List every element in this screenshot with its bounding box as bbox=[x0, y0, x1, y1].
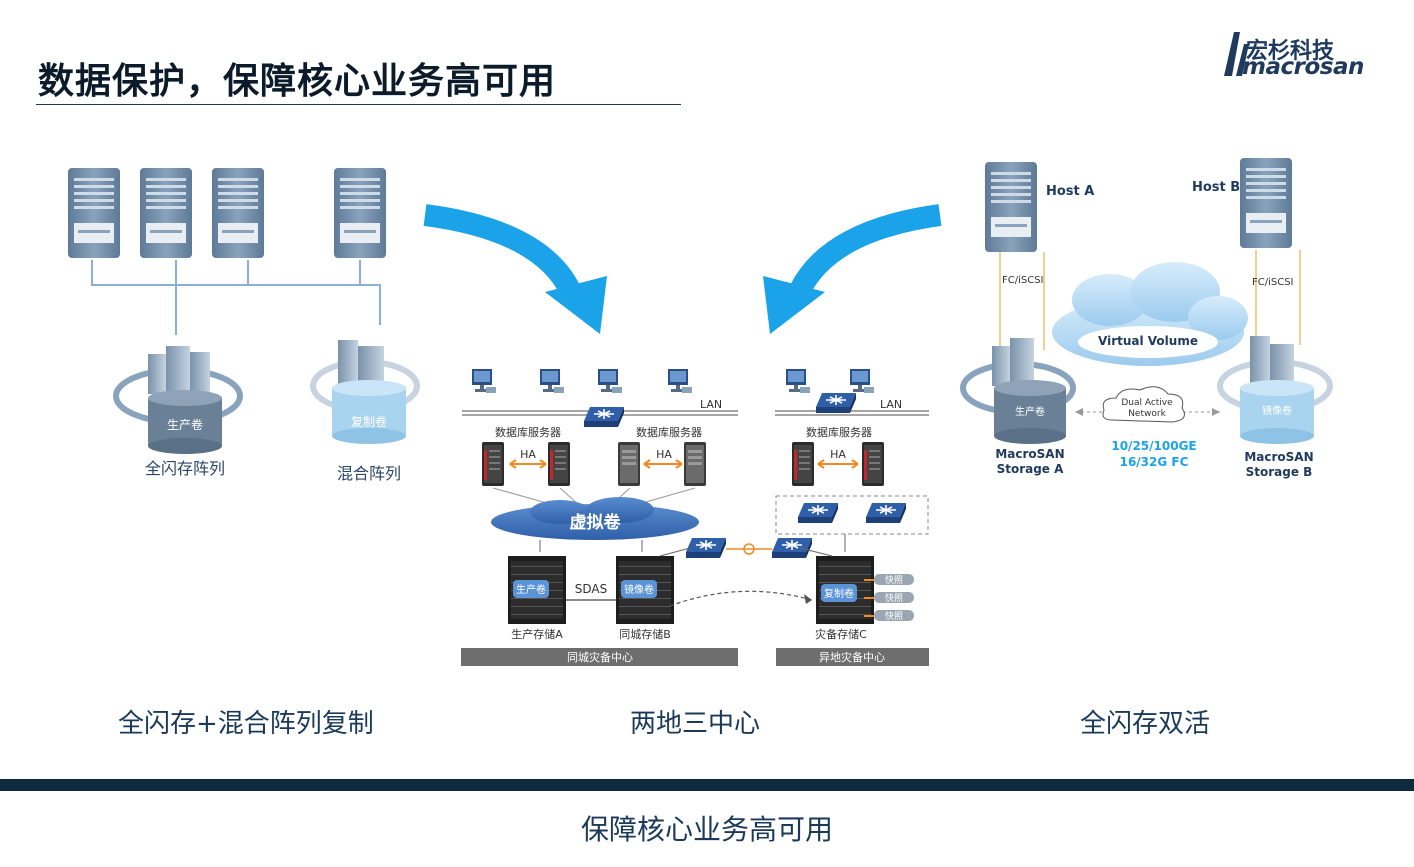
local-dr-center-label: 同城灾备中心 bbox=[567, 650, 633, 664]
macrosan-logo: 宏杉科技 macrosan bbox=[1224, 30, 1384, 80]
storage-c-label: 灾备存储C bbox=[815, 627, 867, 641]
pc-icon bbox=[786, 369, 810, 393]
virtual-volume-cloud-icon bbox=[491, 497, 699, 540]
snapshot-label: 快照 bbox=[885, 574, 903, 586]
ha-label: HA bbox=[656, 448, 672, 461]
all-flash-array-icon bbox=[113, 346, 243, 454]
host-b-server-icon bbox=[1240, 158, 1292, 248]
virtual-volume-text: Virtual Volume bbox=[1098, 334, 1198, 348]
sdas-label: SDAS bbox=[575, 582, 607, 596]
snapshot-disks-icon bbox=[864, 574, 914, 621]
db-server-icon bbox=[482, 442, 504, 486]
fc-iscsi-a-label: FC/iSCSI bbox=[1002, 275, 1044, 286]
snapshot-label: 快照 bbox=[885, 610, 903, 622]
footer-band bbox=[0, 779, 1414, 791]
speed-ethernet-label: 10/25/100GE bbox=[1111, 439, 1196, 453]
pc-icon bbox=[598, 369, 622, 393]
curved-arrow-left-icon bbox=[423, 204, 580, 296]
lan-switch-icon bbox=[815, 392, 857, 414]
storage-b-label: 同城存储B bbox=[619, 627, 671, 641]
dual-active-label: Dual Active bbox=[1121, 398, 1173, 408]
page-title: 数据保护，保障核心业务高可用 bbox=[38, 61, 557, 102]
local-dr-center-bar bbox=[461, 648, 738, 666]
left-vol2-label: 复制卷 bbox=[351, 414, 387, 429]
left-section: 生产卷 全闪存阵列 复制卷 混合阵列 bbox=[68, 168, 420, 483]
virtual-volume-label: 虚拟卷 bbox=[570, 512, 622, 533]
pc-icon bbox=[472, 369, 496, 393]
mirror-vol-label: 镜像卷 bbox=[624, 583, 654, 596]
storage-a-label: 生产存储A bbox=[511, 627, 563, 641]
storage-a-name-1: MacroSAN bbox=[995, 447, 1064, 461]
logo-chinese: 宏杉科技 bbox=[1246, 39, 1335, 64]
db-server-label: 数据库服务器 bbox=[495, 425, 561, 439]
storage-b-array-icon bbox=[1217, 336, 1333, 444]
server-icon bbox=[334, 168, 386, 258]
server-icon bbox=[140, 168, 192, 258]
host-b-label: Host B bbox=[1192, 180, 1240, 195]
all-flash-array-label: 全闪存阵列 bbox=[145, 459, 225, 478]
ha-label: HA bbox=[830, 448, 846, 461]
virtual-volume-cloud-icon bbox=[1052, 262, 1248, 366]
left-vol1-label: 生产卷 bbox=[167, 417, 203, 432]
storage-b-name-1: MacroSAN bbox=[1244, 450, 1313, 464]
db-server-icon bbox=[792, 442, 814, 486]
title-underline bbox=[36, 104, 681, 105]
host-a-label: Host A bbox=[1046, 184, 1094, 199]
left-caption: 全闪存+混合阵列复制 bbox=[118, 709, 374, 739]
san-switch-icon bbox=[865, 502, 907, 524]
pc-icon bbox=[850, 369, 874, 393]
db-server-icon bbox=[618, 442, 640, 486]
db-server-icon bbox=[684, 442, 706, 486]
prod-vol-label: 生产卷 bbox=[516, 583, 546, 596]
speed-fc-label: 16/32G FC bbox=[1120, 455, 1189, 469]
lan-switch-icon bbox=[583, 406, 625, 428]
logo-mark-icon bbox=[1224, 32, 1249, 76]
remote-dr-center-bar bbox=[776, 648, 929, 666]
host-a-server-icon bbox=[985, 162, 1037, 252]
curved-arrow-right-icon bbox=[790, 204, 942, 296]
pc-icon bbox=[540, 369, 564, 393]
snapshot-label: 快照 bbox=[885, 592, 903, 604]
right-caption: 全闪存双活 bbox=[1080, 709, 1211, 739]
db-server-icon bbox=[548, 442, 570, 486]
arrow-head-left-icon bbox=[545, 276, 607, 334]
fc-iscsi-b-label: FC/iSCSI bbox=[1252, 277, 1294, 288]
right-vol-a-label: 生产卷 bbox=[1015, 405, 1045, 418]
ha-label: HA bbox=[520, 448, 536, 461]
network-label: Network bbox=[1128, 409, 1166, 419]
san-switch-icon bbox=[797, 502, 839, 524]
server-icon bbox=[212, 168, 264, 258]
right-section: Host A Host B FC/iSCSI FC/iSCSI Virtual … bbox=[960, 158, 1333, 479]
hybrid-array-icon bbox=[310, 340, 420, 444]
hybrid-array-label: 混合阵列 bbox=[337, 464, 401, 483]
center-caption: 两地三中心 bbox=[630, 709, 761, 739]
db-server-icon bbox=[862, 442, 884, 486]
storage-a-name-2: Storage A bbox=[997, 462, 1065, 476]
arrow-head-right-icon bbox=[763, 276, 825, 334]
remote-dr-center-label: 异地灾备中心 bbox=[819, 650, 885, 664]
storage-b-name-2: Storage B bbox=[1246, 465, 1313, 479]
lan-label: LAN bbox=[880, 398, 902, 411]
wan-switch-icon bbox=[685, 537, 727, 559]
dual-active-network-cloud-icon bbox=[1102, 386, 1185, 423]
wan-switch-icon bbox=[771, 537, 813, 559]
center-section: LAN LAN 数据库服务器 数据库服务器 数据库服务器 HA HA HA 虚拟… bbox=[461, 369, 929, 666]
db-server-label: 数据库服务器 bbox=[636, 425, 702, 439]
copy-vol-label: 复制卷 bbox=[824, 587, 854, 600]
lan-label: LAN bbox=[700, 398, 722, 411]
footer-text: 保障核心业务高可用 bbox=[580, 813, 833, 846]
db-server-label: 数据库服务器 bbox=[806, 425, 872, 439]
server-icon bbox=[68, 168, 120, 258]
logo-english: macrosan bbox=[1242, 54, 1364, 80]
diagram-canvas: 生产卷 全闪存阵列 复制卷 混合阵列 LAN LAN bbox=[68, 158, 1333, 666]
right-vol-b-label: 镜像卷 bbox=[1262, 404, 1292, 417]
storage-a-array-icon bbox=[960, 338, 1076, 444]
pc-icon bbox=[668, 369, 692, 393]
